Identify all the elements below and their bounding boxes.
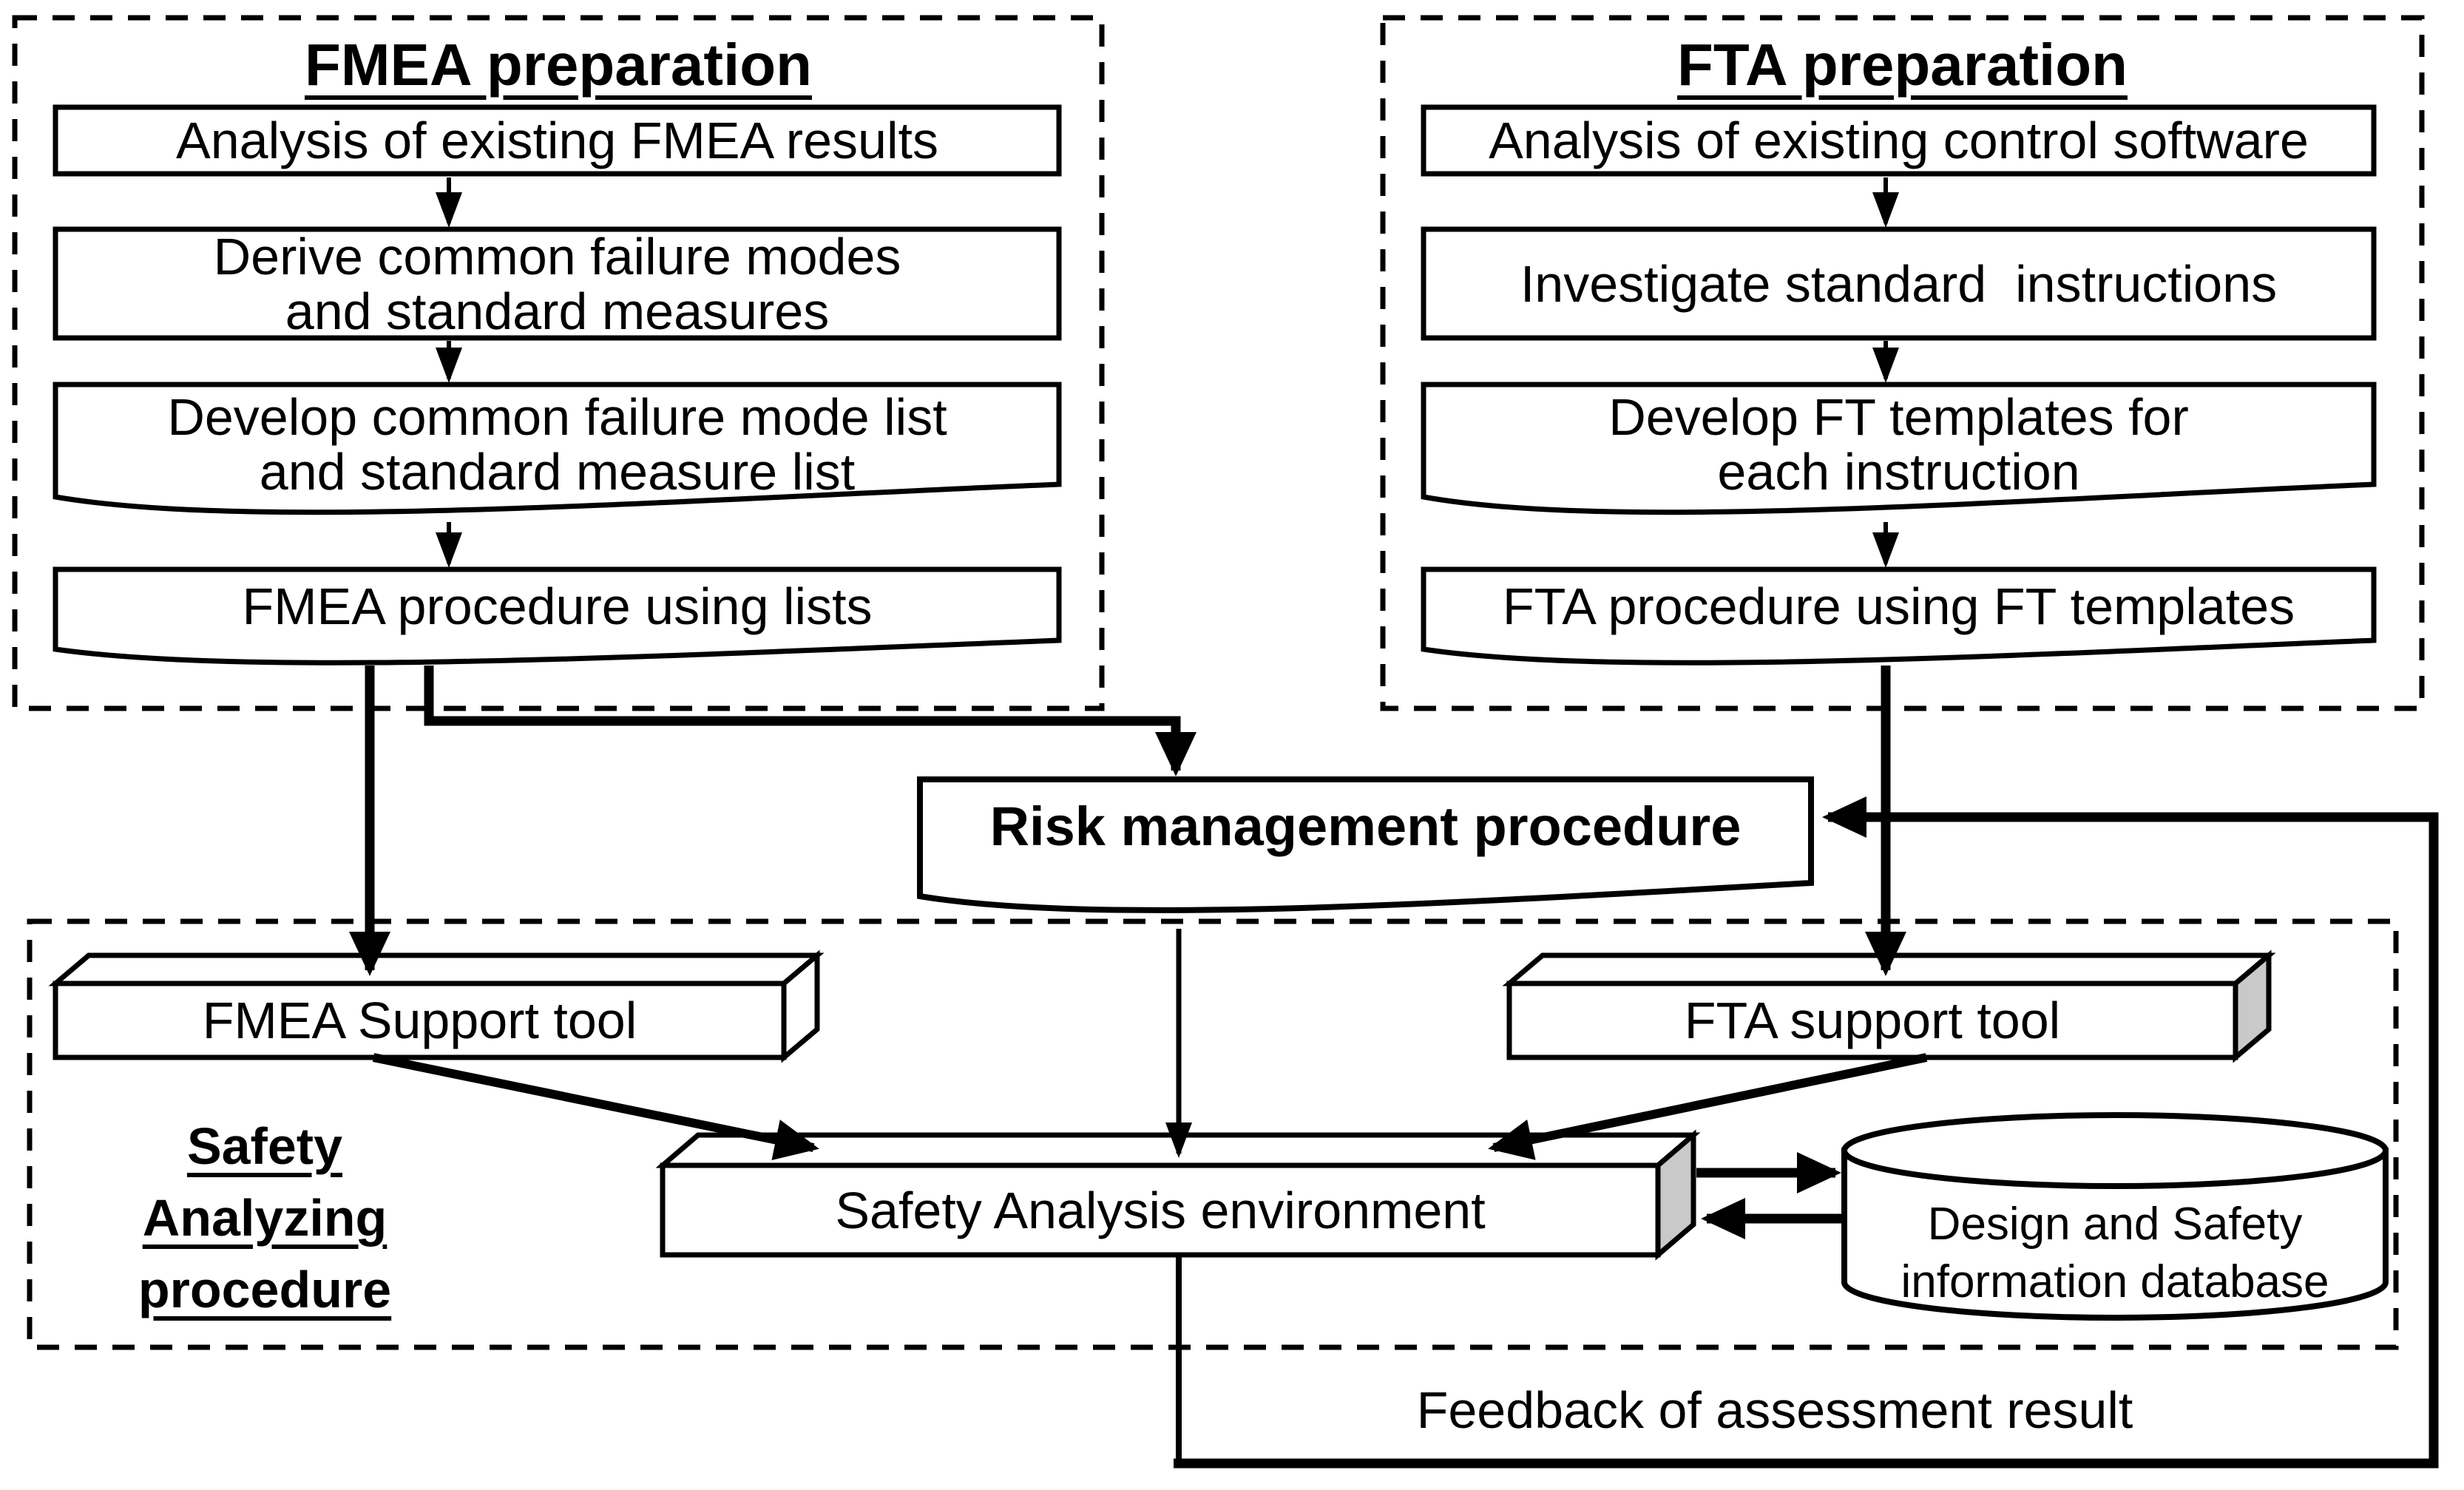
fmea-preparation-panel <box>12 15 1105 711</box>
arrow-fmea-tool-to-environment <box>372 1053 819 1160</box>
database-body <box>1841 1148 2389 1321</box>
arrow-fmea-to-risk-elbow <box>424 666 1197 776</box>
fta-step4-document <box>1421 566 2377 666</box>
risk-management-document <box>917 776 1814 913</box>
fta-tool-front-face <box>1506 981 2238 1060</box>
fmea-support-tool-shape <box>48 949 825 1063</box>
fmea-tool-front-face <box>53 981 787 1060</box>
fmea-step1-box <box>53 104 1062 177</box>
fta-step1-box <box>1421 104 2377 177</box>
fmea-step4-document <box>53 566 1062 666</box>
environment-front-face <box>660 1162 1661 1258</box>
fta-preparation-panel <box>1380 15 2425 711</box>
fmea-step2-box <box>53 226 1062 341</box>
database-cylinder <box>1841 1112 2389 1321</box>
database-top <box>1841 1112 2389 1189</box>
fta-step3-document <box>1421 382 2377 515</box>
fta-support-tool-shape <box>1502 949 2276 1063</box>
feedback-loop-to-risk <box>1174 796 2439 1469</box>
arrow-fta-tool-to-environment <box>1488 1053 1928 1160</box>
fmea-tool-top-face <box>48 952 825 986</box>
safety-environment-shape <box>655 1129 1701 1261</box>
safety-analyzing-panel <box>27 918 2399 1350</box>
fmea-step3-document <box>53 382 1062 515</box>
fta-step2-box <box>1421 226 2377 341</box>
